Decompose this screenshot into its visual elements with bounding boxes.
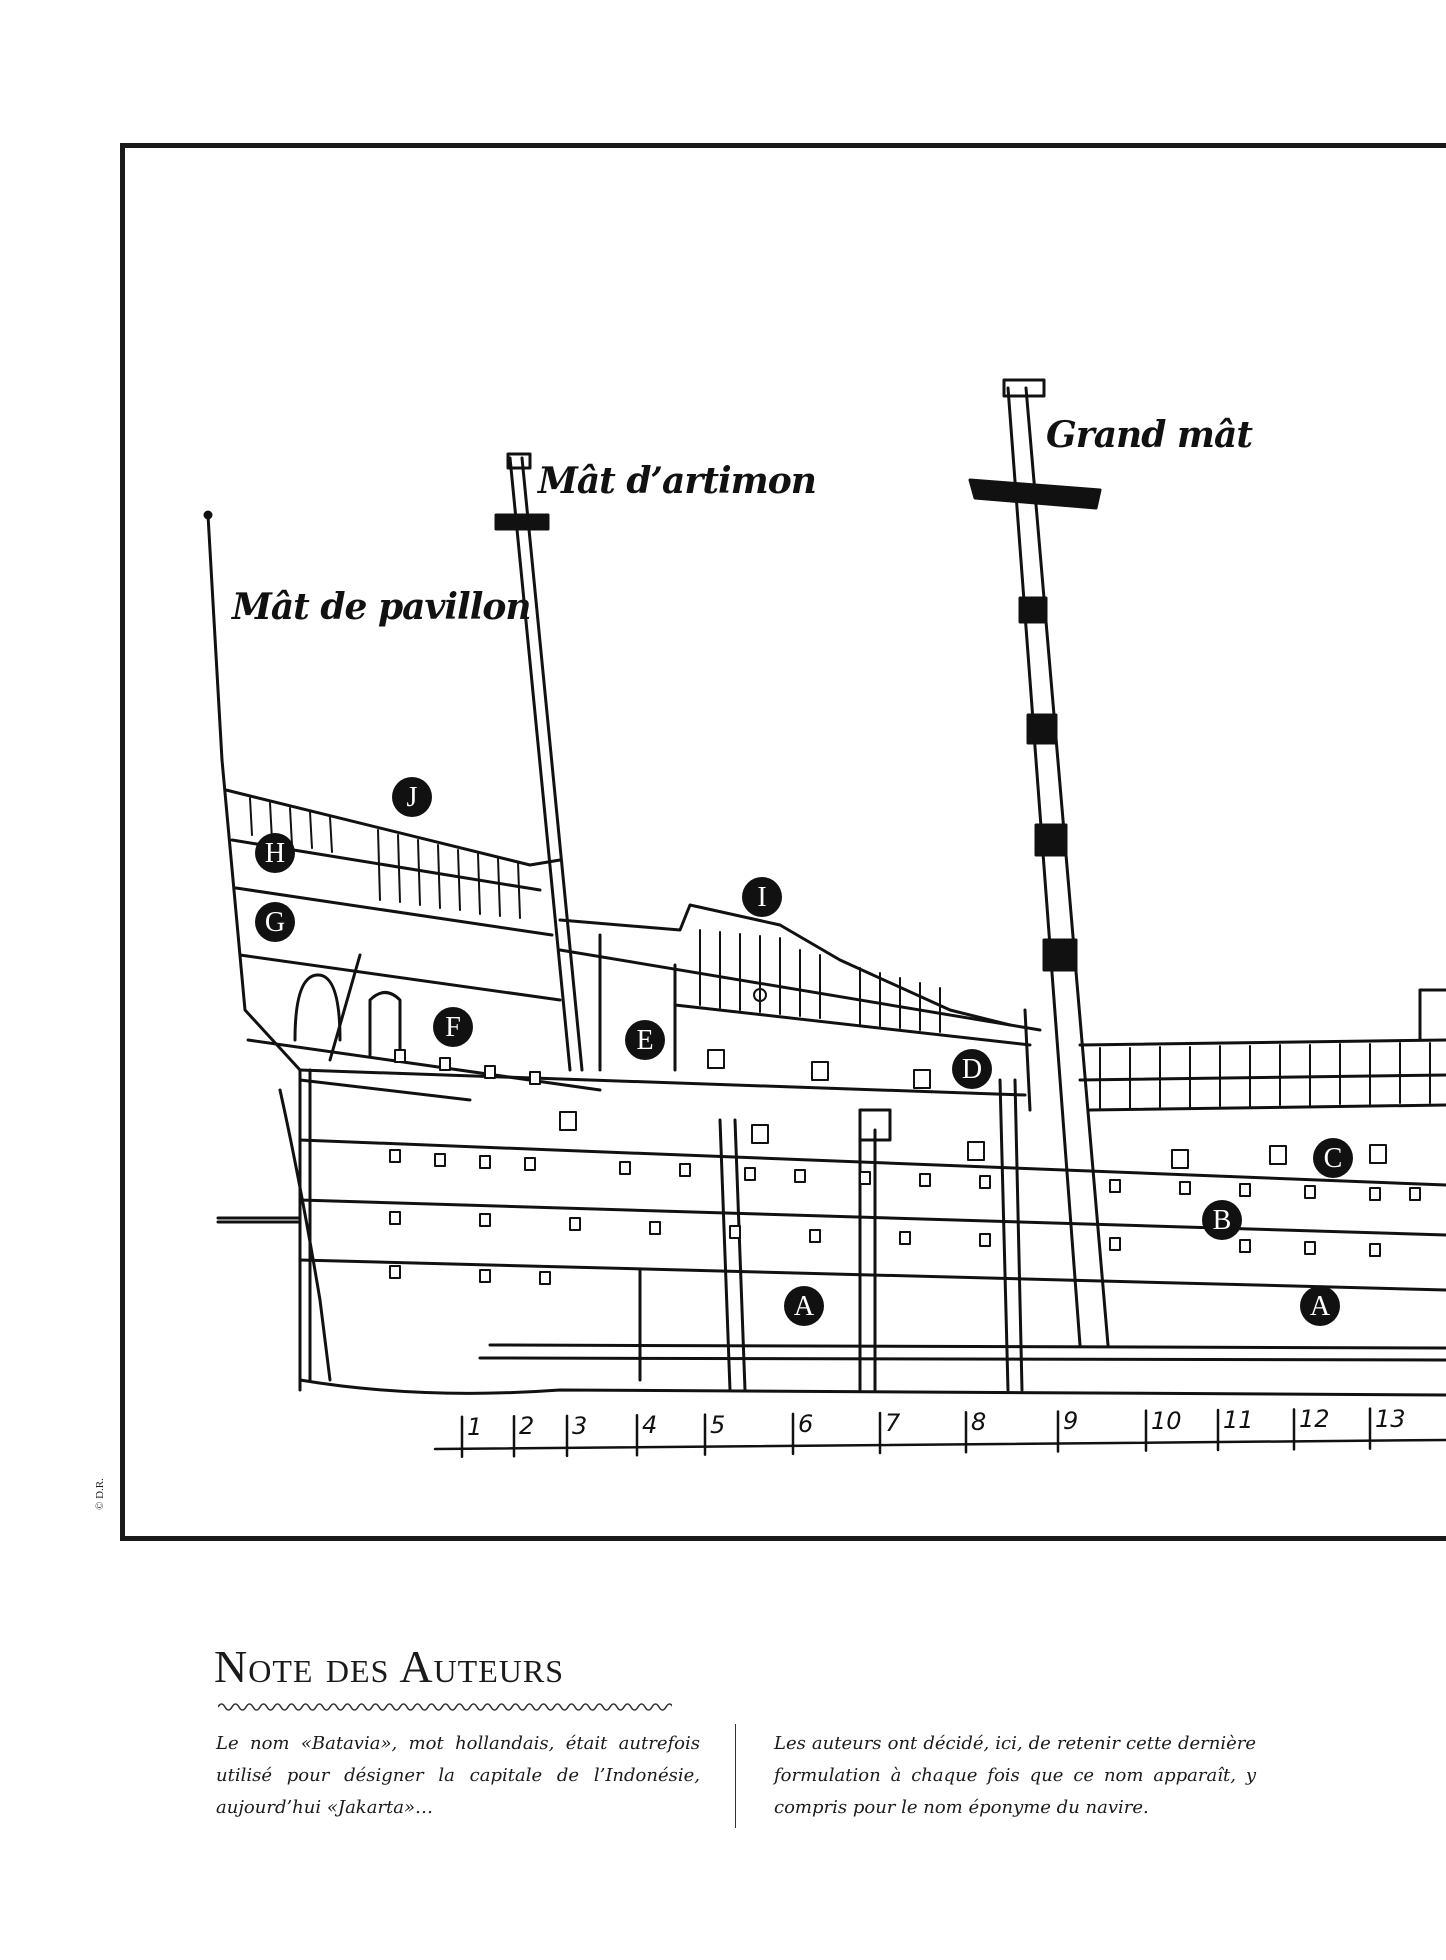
- scale-tick-label: 9: [1063, 1407, 1079, 1436]
- label-flag-mast: Mât de pavillon: [232, 586, 532, 628]
- scale-tick-label: 10: [1151, 1406, 1182, 1435]
- column-divider: [735, 1724, 736, 1828]
- main-mast: [968, 378, 1110, 1347]
- flag-mast: [203, 510, 224, 762]
- marker-g: G: [255, 902, 295, 942]
- scale-tick-label: 2: [519, 1412, 535, 1441]
- marker-f: F: [433, 1007, 473, 1047]
- scale-tick-label: 6: [798, 1409, 814, 1438]
- scale-tick-label: 3: [572, 1411, 588, 1440]
- scale-tick-label: 4: [642, 1411, 658, 1440]
- note-text-left: Le nom «Batavia», mot hollandais, était …: [216, 1733, 700, 1818]
- frame-scale: [433, 1438, 1446, 1451]
- scale-tick-label: 11: [1223, 1406, 1254, 1435]
- label-mizzen-mast: Mât d’artimon: [538, 460, 817, 502]
- marker-e: E: [625, 1020, 665, 1060]
- marker-j: J: [392, 777, 432, 817]
- marker-d: D: [952, 1049, 992, 1089]
- ship-cross-section-drawing: [203, 378, 1446, 1459]
- wavy-divider: [218, 1703, 672, 1711]
- marker-a-aft: A: [784, 1286, 824, 1326]
- hull-decks: [216, 988, 1446, 1397]
- marker-a-fore: A: [1300, 1286, 1340, 1326]
- scale-tick-label: 5: [710, 1410, 726, 1439]
- scale-tick-label: 7: [885, 1409, 901, 1438]
- scale-tick-label: 12: [1299, 1405, 1330, 1434]
- scale-tick-marks: [460, 1407, 1372, 1459]
- marker-b: B: [1202, 1200, 1242, 1240]
- marker-h: H: [255, 833, 295, 873]
- scale-tick-label: 1: [467, 1412, 483, 1441]
- note-title: Note des Auteurs: [214, 1641, 565, 1692]
- image-credit: © D.R.: [94, 1478, 106, 1510]
- quarterdeck: [558, 903, 1042, 1072]
- scale-tick-label: 8: [971, 1408, 987, 1437]
- diagram-frame: [120, 143, 1446, 1541]
- marker-i: I: [742, 877, 782, 917]
- marker-c: C: [1313, 1138, 1353, 1178]
- scale-tick-label: 13: [1375, 1404, 1406, 1433]
- mizzen-mast: [494, 452, 584, 1072]
- label-main-mast: Grand mât: [1046, 414, 1253, 456]
- note-text-right: Les auteurs ont décidé, ici, de retenir …: [774, 1733, 1256, 1818]
